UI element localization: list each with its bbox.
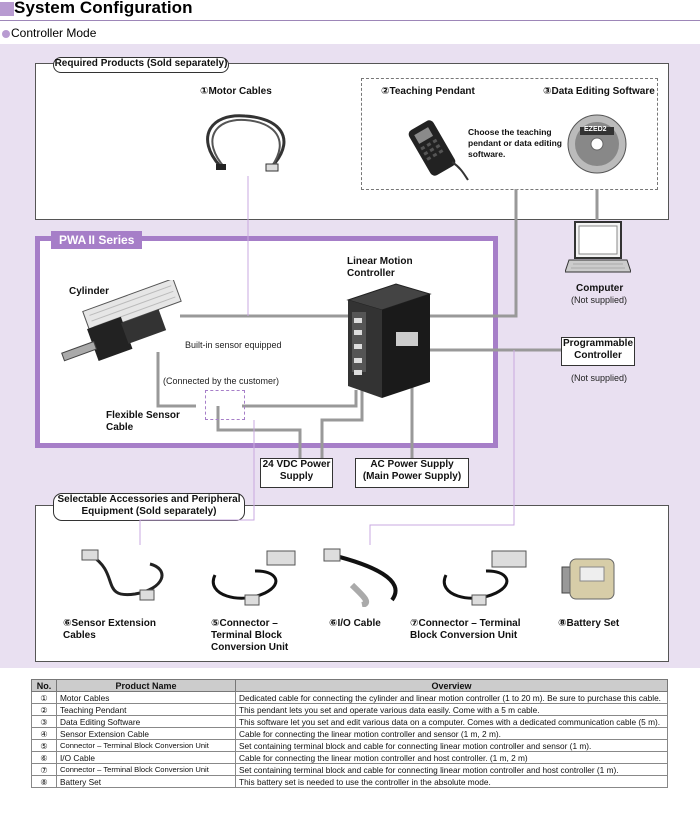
cd-label: EZED2 xyxy=(584,126,607,133)
row-no: ③ xyxy=(31,715,57,728)
sensor-note: Built-in sensor equipped xyxy=(185,340,282,350)
io-cable-callout-line xyxy=(369,350,515,545)
row-overview: This pendant lets you set and operate va… xyxy=(235,703,668,716)
row-overview: This software let you set and edit vario… xyxy=(235,715,668,728)
flex-cable-line xyxy=(156,352,196,408)
row-no: ⑦ xyxy=(31,763,57,776)
plc-box: Programmable Controller xyxy=(561,337,635,366)
mode-bullet xyxy=(2,30,10,38)
computer-label: Computer xyxy=(576,283,624,294)
accessory-label-sensor-ext: ⑥Sensor Extension Cables xyxy=(63,618,156,641)
teaching-pendant-label: ②Teaching Pendant xyxy=(381,86,475,97)
row-product: Motor Cables xyxy=(56,691,236,704)
row-product: Sensor Extension Cable xyxy=(56,727,236,740)
controller-to-24v-line xyxy=(320,388,364,458)
row-no: ⑥ xyxy=(31,751,57,764)
accessory-label-battery: ⑧Battery Set xyxy=(558,618,620,629)
row-overview: Cable for connecting the linear motion c… xyxy=(235,727,668,740)
row-product: Battery Set xyxy=(56,775,236,788)
sensor-to-controller-line xyxy=(242,390,358,408)
required-products-heading: Required Products (Sold separately) xyxy=(53,57,229,73)
pwa-series-suffix: Series xyxy=(98,233,135,247)
motor-cables-label: ①Motor Cables xyxy=(200,86,272,97)
row-product: Connector – Terminal Block Conversion Un… xyxy=(56,739,236,752)
row-overview: Cable for connecting the linear motion c… xyxy=(235,751,668,764)
accessory-label-conversion-5: ⑤Connector – Terminal Block Conversion U… xyxy=(211,618,289,653)
pendant-software-group xyxy=(361,78,658,190)
header-overview: Overview xyxy=(235,679,668,692)
row-product: I/O Cable xyxy=(56,751,236,764)
cylinder-illustration xyxy=(61,280,182,362)
plc-note: (Not supplied) xyxy=(571,373,628,383)
row-overview: Set containing terminal block and cable … xyxy=(235,739,668,752)
row-no: ⑤ xyxy=(31,739,57,752)
accessories-heading: Selectable Accessories and Peripheral Eq… xyxy=(53,493,245,521)
row-overview: Set containing terminal block and cable … xyxy=(235,763,668,776)
sensor-ext-callout-line xyxy=(139,420,255,545)
pwa-series-name: PWA xyxy=(59,233,87,247)
software-cd-illustration xyxy=(567,114,627,174)
controller-illustration xyxy=(346,283,432,398)
row-product: Data Editing Software xyxy=(56,715,236,728)
battery-set-illustration xyxy=(561,558,615,600)
title-rule xyxy=(0,20,700,21)
row-no: ② xyxy=(31,703,57,716)
teaching-pendant-illustration xyxy=(408,120,469,181)
controller-label: Linear Motion Controller xyxy=(347,256,413,279)
conversion-unit-5-illustration xyxy=(211,550,296,606)
sensor-to-24v-line xyxy=(216,406,302,458)
row-product: Connector – Terminal Block Conversion Un… xyxy=(56,763,236,776)
row-no: ④ xyxy=(31,727,57,740)
ac-power-box: AC Power Supply (Main Power Supply) xyxy=(355,458,469,488)
pendant-to-controller-line xyxy=(412,189,518,318)
row-no: ⑧ xyxy=(31,775,57,788)
page-title: System Configuration xyxy=(14,0,193,17)
header-product: Product Name xyxy=(56,679,236,692)
choose-note: Choose the teaching pendant or data edit… xyxy=(468,127,562,159)
customer-connection-box xyxy=(205,390,245,420)
conversion-unit-7-illustration xyxy=(442,550,527,606)
flex-cable-label: Flexible Sensor Cable xyxy=(106,410,180,433)
mode-title: Controller Mode xyxy=(11,26,97,40)
motor-cable-illustration xyxy=(206,114,286,172)
table-header-row: No. Product Name Overview xyxy=(31,679,668,692)
connected-note: (Connected by the customer) xyxy=(163,376,280,386)
title-marker xyxy=(0,2,14,16)
power24-box: 24 VDC Power Supply xyxy=(260,458,333,488)
data-software-label: ③Data Editing Software xyxy=(543,86,655,97)
io-cable-illustration xyxy=(323,548,398,607)
accessory-label-io-cable: ⑥I/O Cable xyxy=(329,618,381,629)
row-no: ① xyxy=(31,691,57,704)
header-no: No. xyxy=(31,679,57,692)
computer-note: (Not supplied) xyxy=(571,295,628,305)
computer-illustration xyxy=(565,221,631,273)
required-products-box xyxy=(35,63,669,220)
cylinder-label: Cylinder xyxy=(69,286,110,297)
row-overview: Dedicated cable for connecting the cylin… xyxy=(235,691,668,704)
accessory-label-conversion-7: ⑦Connector – Terminal Block Conversion U… xyxy=(410,618,521,641)
pwa-series-roman: II xyxy=(88,233,96,247)
sensor-ext-cable-illustration xyxy=(81,549,164,601)
row-product: Teaching Pendant xyxy=(56,703,236,716)
row-overview: This battery set is needed to use the co… xyxy=(235,775,668,788)
